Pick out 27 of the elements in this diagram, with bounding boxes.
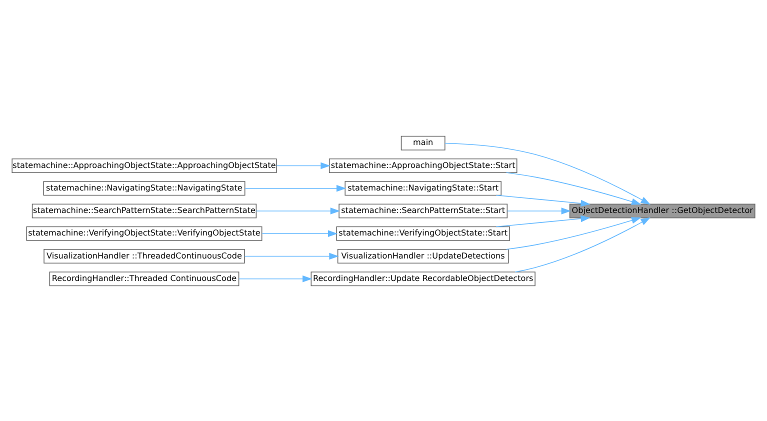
arrow — [244, 252, 339, 260]
node-box: statemachine::ApproachingObjectState::ApproachingObjectState — [12, 158, 277, 172]
node-box: statemachine::VerifyingObjectState::VerifyingObjectState — [26, 226, 262, 240]
node-box: statemachine::NavigatingState::NavigatingState — [43, 180, 246, 196]
node-box: statemachine::NavigatingState::Start — [344, 180, 502, 196]
arrow — [444, 142, 651, 204]
node-box: ObjectDetectionHandler ::GetObjectDetector — [569, 203, 756, 218]
node-box: statemachine::SearchPatternState::SearchPatternState — [32, 203, 257, 218]
arrow — [496, 214, 590, 227]
arrow — [514, 216, 651, 272]
arrow — [244, 184, 346, 192]
arrow — [256, 207, 340, 214]
node-box: statemachine::VerifyingObjectState::Start — [336, 226, 510, 240]
node-box: VisualizationHandler ::ThreadedContinuousCode — [44, 248, 245, 264]
node-box: statemachine::SearchPatternState::Start — [338, 203, 508, 218]
node-box: RecordingHandler::Update RecordableObjectDetectors — [310, 271, 536, 286]
arrow — [506, 172, 642, 204]
arrow — [276, 162, 330, 169]
arrow — [496, 194, 590, 206]
arrow — [238, 275, 312, 282]
node-box: VisualizationHandler ::UpdateDetections — [337, 248, 509, 264]
node-box: RecordingHandler::Threaded ContinuousCode — [49, 271, 240, 286]
arrow — [262, 230, 338, 237]
node-box: main — [400, 135, 446, 150]
arrow — [506, 216, 642, 250]
node-box: statemachine::ApproachingObjectState::Start — [328, 158, 518, 172]
arrow — [506, 207, 572, 214]
